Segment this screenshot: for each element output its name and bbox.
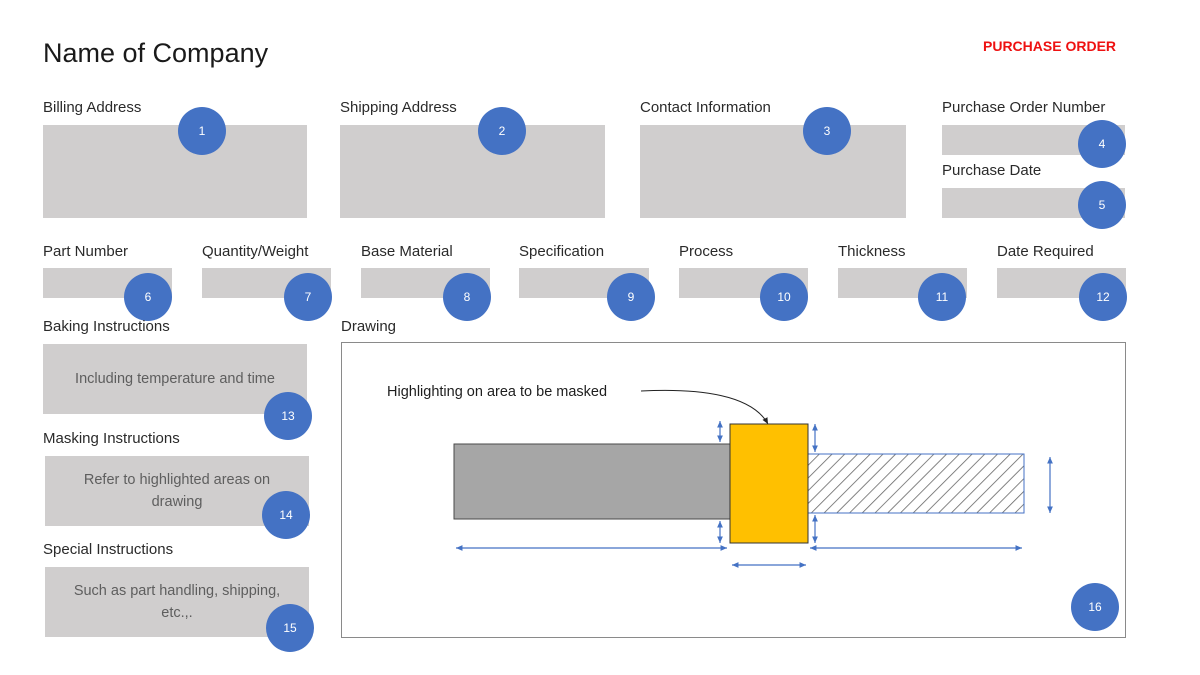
purchase-date-label: Purchase Date	[942, 162, 1042, 179]
contact-information-label: Contact Information	[640, 99, 771, 116]
masking-instructions-label: Masking Instructions	[43, 430, 180, 447]
billing-address-label: Billing Address	[43, 99, 142, 116]
specification-badge: 9	[607, 273, 655, 321]
process-label: Process	[679, 243, 734, 260]
base-material-badge: 8	[443, 273, 491, 321]
contact-information-field[interactable]	[640, 125, 906, 218]
baking-instructions-field[interactable]: Including temperature and time	[43, 344, 307, 414]
callout-arrow	[640, 389, 769, 425]
base-material-label: Base Material	[361, 243, 453, 260]
masking-instructions-badge: 14	[262, 491, 310, 539]
special-instructions-label: Special Instructions	[43, 541, 174, 558]
quantity-weight-label: Quantity/Weight	[202, 243, 309, 260]
quantity-weight-badge: 7	[284, 273, 332, 321]
shipping-address-badge: 2	[478, 107, 526, 155]
billing-address-field[interactable]	[43, 125, 307, 218]
drawing-badge: 16	[1071, 583, 1119, 631]
contact-information-badge: 3	[803, 107, 851, 155]
thickness-label: Thickness	[838, 243, 906, 260]
hatched-section	[807, 453, 1025, 514]
date-required-badge: 12	[1079, 273, 1127, 321]
masking-callout-text: Highlighting on area to be masked	[387, 384, 607, 400]
shipping-address-field[interactable]	[340, 125, 605, 218]
process-badge: 10	[760, 273, 808, 321]
billing-address-badge: 1	[178, 107, 226, 155]
specification-label: Specification	[519, 243, 605, 260]
purchase-order-number-badge: 4	[1078, 120, 1126, 168]
special-instructions-field[interactable]: Such as part handling, shipping, etc.,.	[45, 567, 309, 637]
baking-instructions-label: Baking Instructions	[43, 318, 170, 335]
base-section	[453, 443, 731, 520]
part-number-label: Part Number	[43, 243, 129, 260]
masked-section	[729, 423, 809, 544]
purchase-date-badge: 5	[1078, 181, 1126, 229]
baking-instructions-badge: 13	[264, 392, 312, 440]
baking-instructions-hint: Including temperature and time	[75, 371, 275, 387]
masking-instructions-hint: Refer to highlighted areas on drawing	[83, 472, 271, 510]
thickness-badge: 11	[918, 273, 966, 321]
date-required-label: Date Required	[997, 243, 1094, 260]
part-number-badge: 6	[124, 273, 172, 321]
shipping-address-label: Shipping Address	[340, 99, 457, 116]
drawing-label: Drawing	[341, 318, 397, 335]
special-instructions-hint: Such as part handling, shipping, etc.,.	[73, 583, 281, 621]
company-name: Name of Company	[43, 38, 269, 68]
purchase-order-number-label: Purchase Order Number	[942, 99, 1106, 116]
dimension-lines	[456, 421, 1053, 568]
special-instructions-badge: 15	[266, 604, 314, 652]
document-type-title: PURCHASE ORDER	[983, 38, 1117, 54]
